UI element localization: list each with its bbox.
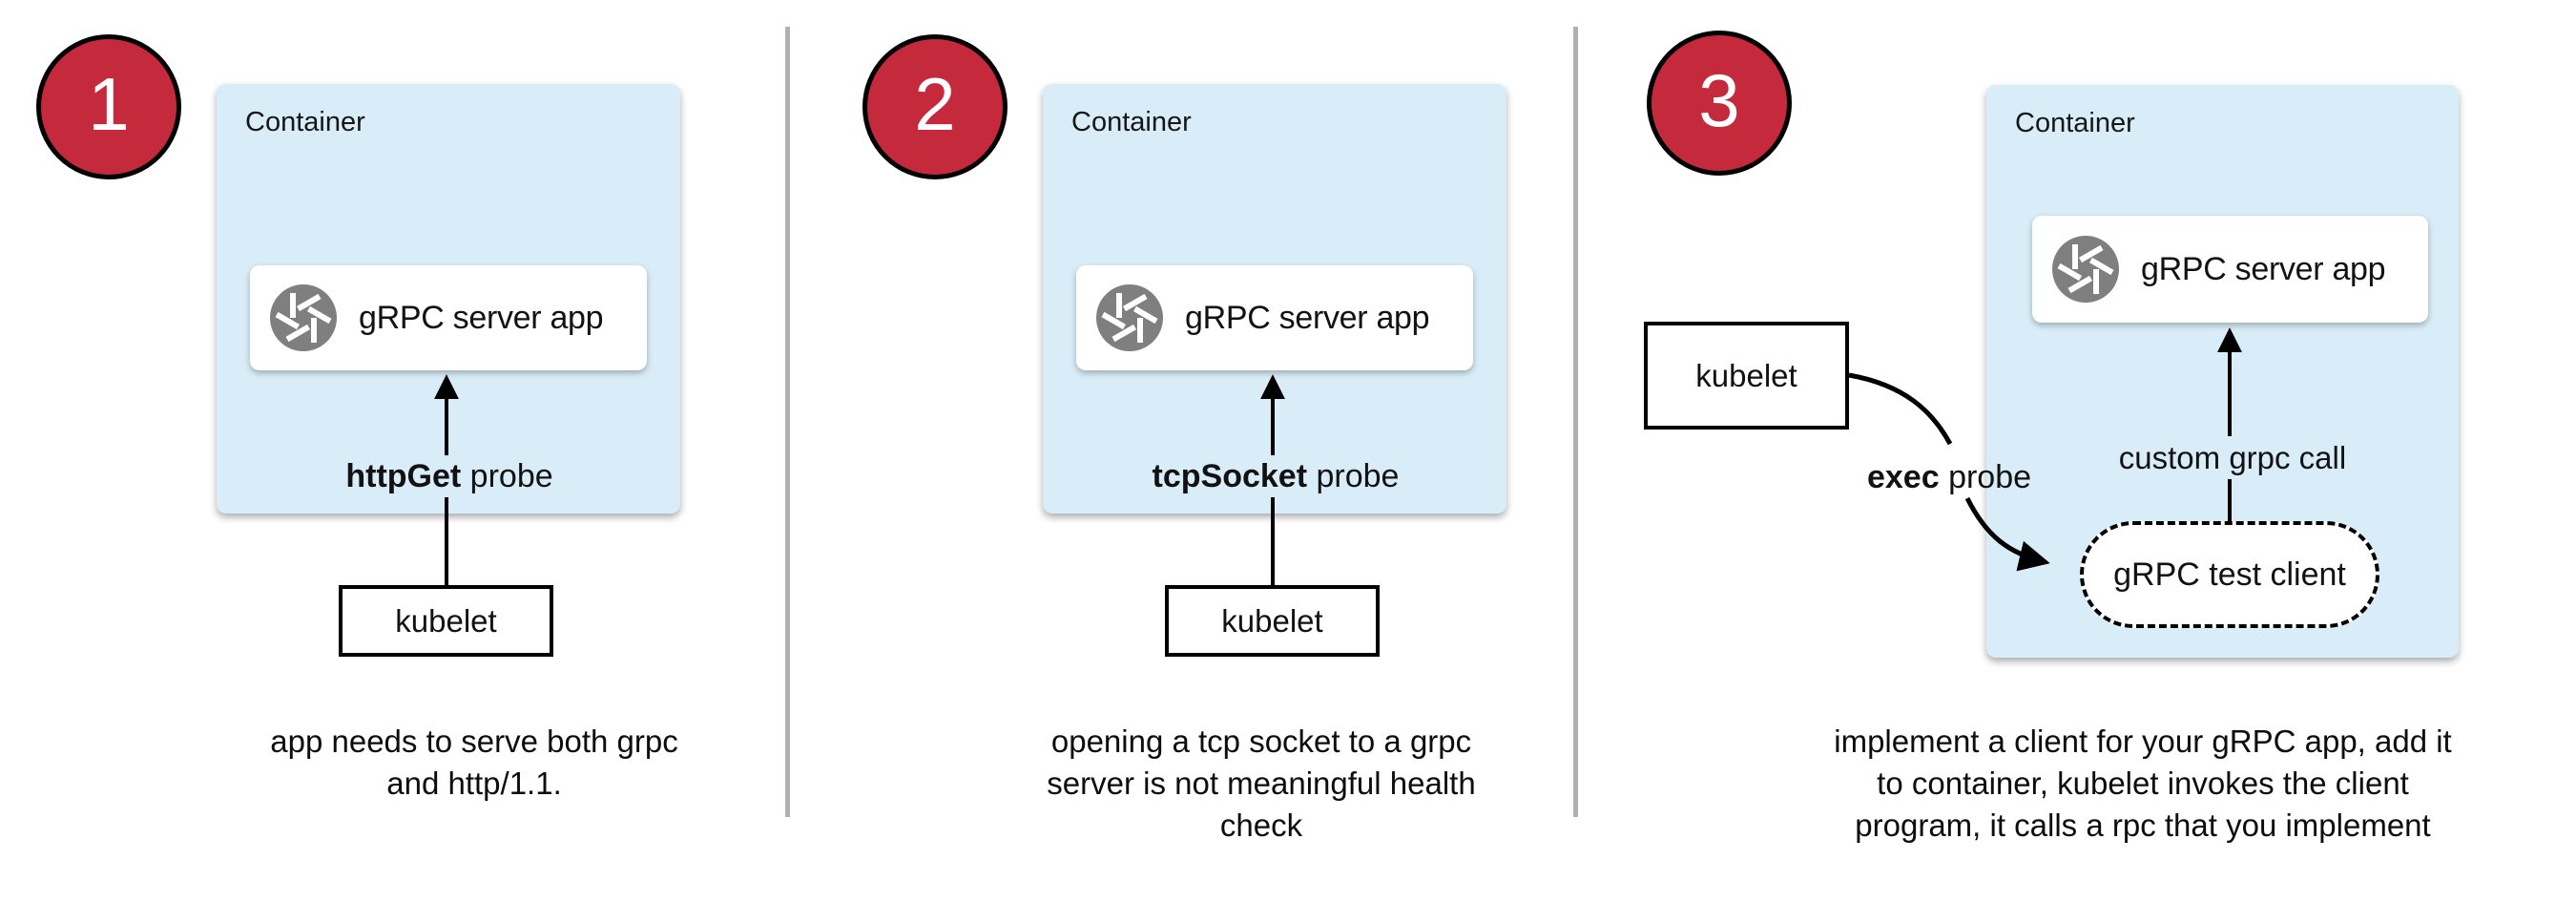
probe-type: tcpSocket <box>1152 458 1308 494</box>
container-label-3: Container <box>2015 108 2135 138</box>
grpc-test-client-label: gRPC test client <box>2113 556 2346 593</box>
grpc-server-app-label: gRPC server app <box>2141 250 2386 287</box>
kubelet-box-3: kubelet <box>1644 322 1849 430</box>
probe-label-2: tcpSocket probe <box>1142 455 1409 497</box>
panel-divider-2 <box>1573 27 1578 817</box>
caption-2: opening a tcp socket to a grpc server is… <box>1013 721 1509 847</box>
kubelet-label: kubelet <box>1695 357 1797 393</box>
grpc-server-app-label: gRPC server app <box>1185 299 1430 336</box>
grpc-server-app-box-2: gRPC server app <box>1076 265 1473 370</box>
kubelet-box-2: kubelet <box>1165 585 1380 657</box>
caption-line: to container, kubelet invokes the client <box>1877 766 2409 801</box>
grpc-server-app-box-1: gRPC server app <box>250 265 647 370</box>
kubelet-label: kubelet <box>395 602 497 639</box>
probe-type: exec <box>1866 459 1940 495</box>
step-number: 3 <box>1698 58 1740 142</box>
exec-probe-arrow-upper <box>1848 372 1953 446</box>
probe-word: probe <box>1939 459 2032 495</box>
custom-grpc-call-label: custom grpc call <box>2118 440 2347 475</box>
probe-word: probe <box>461 458 553 494</box>
caption-line: app needs to serve both grpc <box>270 724 678 759</box>
step-badge-3: 3 <box>1647 31 1792 176</box>
caption-line: check <box>1219 808 1303 843</box>
container-label-1: Container <box>245 107 365 137</box>
aperture-icon <box>2052 236 2119 303</box>
caption-line: program, it calls a rpc that you impleme… <box>1855 808 2431 843</box>
probe-word: probe <box>1307 458 1400 494</box>
probe-label-3: exec probe <box>1867 456 2031 498</box>
probe-type: httpGet <box>345 458 462 494</box>
step-badge-1: 1 <box>36 34 181 179</box>
aperture-icon <box>1096 284 1163 351</box>
grpc-test-client-box: gRPC test client <box>2080 521 2379 628</box>
caption-line: implement a client for your gRPC app, ad… <box>1834 724 2452 759</box>
probe-label-1: httpGet probe <box>336 455 563 497</box>
grpc-server-app-box-3: gRPC server app <box>2032 216 2428 323</box>
kubelet-label: kubelet <box>1221 602 1323 639</box>
grpc-server-app-label: gRPC server app <box>359 299 604 336</box>
container-label-2: Container <box>1071 107 1192 137</box>
caption-line: opening a tcp socket to a grpc <box>1050 724 1472 759</box>
panel-divider-1 <box>785 27 790 817</box>
aperture-icon <box>270 284 337 351</box>
caption-3: implement a client for your gRPC app, ad… <box>1809 721 2477 847</box>
kubelet-box-1: kubelet <box>339 585 553 657</box>
step-badge-2: 2 <box>862 34 1008 179</box>
step-number: 2 <box>914 62 956 146</box>
caption-line: server is not meaningful health <box>1047 766 1476 801</box>
step-number: 1 <box>88 62 130 146</box>
caption-line: and http/1.1. <box>386 766 562 801</box>
caption-1: app needs to serve both grpc and http/1.… <box>226 721 722 805</box>
